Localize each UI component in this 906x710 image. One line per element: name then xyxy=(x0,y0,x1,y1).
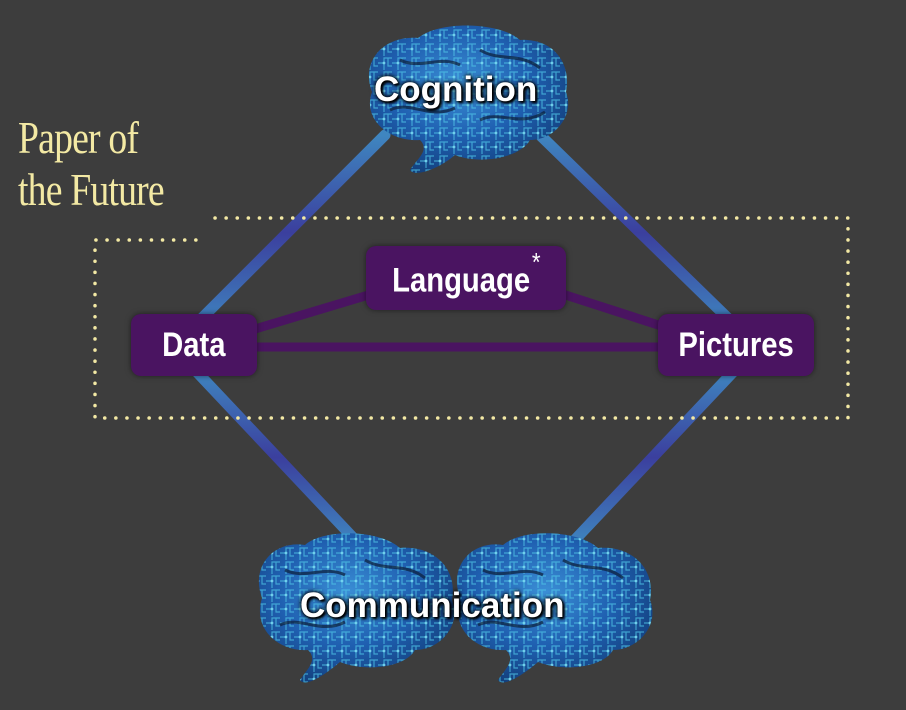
paper-boundary xyxy=(93,216,850,420)
edge-data-communication xyxy=(189,364,366,551)
brain-icon xyxy=(368,25,569,173)
node-communication-label: Communication xyxy=(300,586,565,625)
node-data-label: Data xyxy=(162,325,226,364)
node-cognition-label: Cognition xyxy=(374,70,538,109)
node-language-label: Language* xyxy=(391,247,541,300)
edge-pictures-communication xyxy=(564,364,741,551)
edge-data-language xyxy=(243,285,387,337)
edge-cognition-data xyxy=(184,129,391,336)
node-language: Language* xyxy=(366,246,566,310)
heading-line-2: the Future xyxy=(18,164,165,215)
node-pictures: Pictures xyxy=(658,314,814,376)
language-asterisk: * xyxy=(531,247,541,278)
heading-paper-of-the-future: Paper of the Future xyxy=(18,112,165,216)
edge-cognition-pictures xyxy=(534,129,746,336)
node-data: Data xyxy=(131,314,257,376)
language-text: Language xyxy=(391,261,530,300)
brain-icon xyxy=(258,533,455,683)
node-pictures-label: Pictures xyxy=(678,325,794,364)
heading-line-1: Paper of xyxy=(18,112,139,163)
brain-icon xyxy=(456,533,653,683)
